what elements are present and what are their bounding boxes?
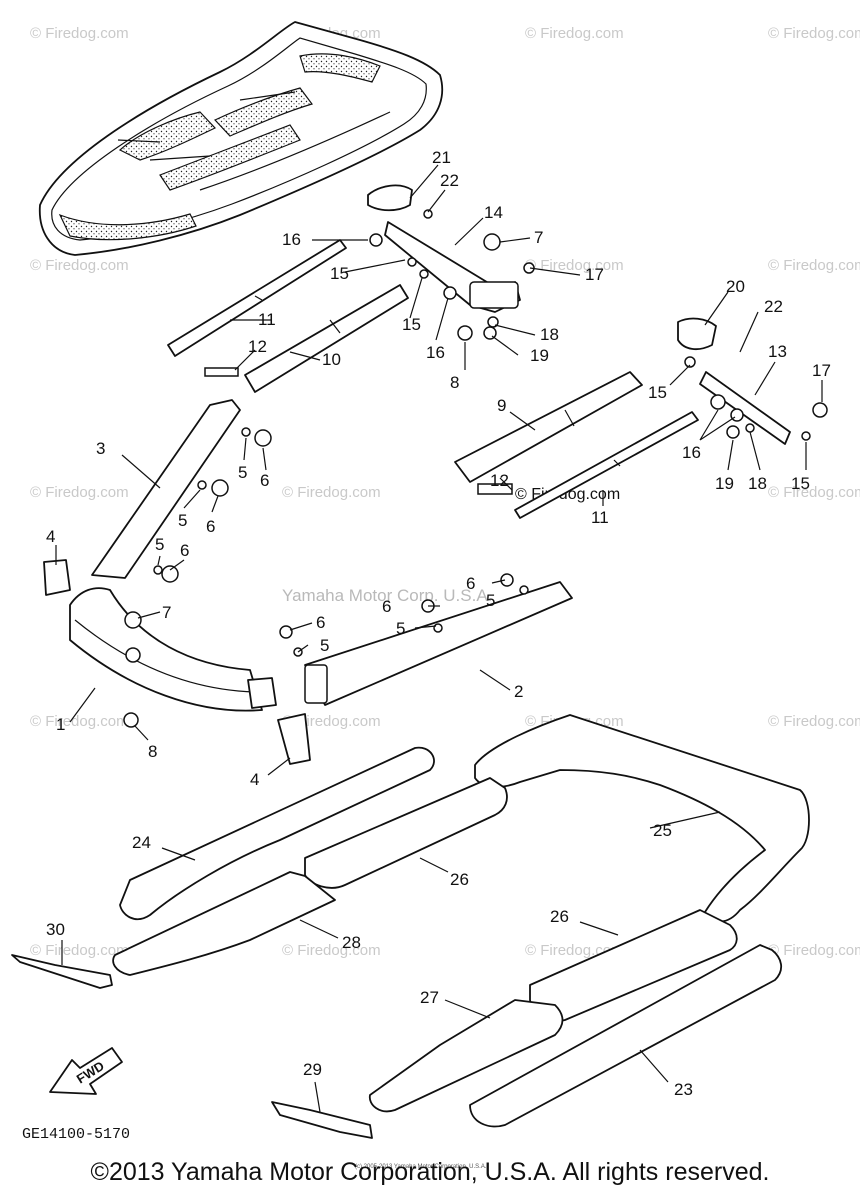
- callout-label: 17: [812, 361, 831, 380]
- callout-label: 30: [46, 920, 65, 939]
- watermark: © Firedog.com: [30, 713, 129, 730]
- callout-label: 26: [450, 870, 469, 889]
- callout-label: 7: [162, 603, 171, 622]
- bumpers: [69, 573, 573, 765]
- callout-label: 5: [238, 463, 247, 482]
- callout-label: 28: [342, 933, 361, 952]
- watermark: © Firedog.com: [30, 942, 129, 959]
- center-watermark: Yamaha Motor Corp. U.S.A.: [282, 586, 492, 605]
- callout-label: 4: [46, 527, 55, 546]
- callout-label: 16: [682, 443, 701, 462]
- callout-label: 12: [490, 471, 509, 490]
- callout-label: 6: [382, 597, 391, 616]
- watermark: © Firedog.com: [30, 257, 129, 274]
- callout-label: 9: [497, 396, 506, 415]
- callout-label: 1: [56, 715, 65, 734]
- watermark: © Firedog.com: [30, 484, 129, 501]
- callout-label: 22: [440, 171, 459, 190]
- callout-label: 20: [726, 277, 745, 296]
- callout-label: 6: [466, 574, 475, 593]
- right-rails: [454, 317, 828, 519]
- callout-label: 5: [396, 619, 405, 638]
- leader-lines: [55, 164, 823, 1113]
- left-rails: [167, 239, 409, 393]
- callout-label: 29: [303, 1060, 322, 1079]
- callout-label: 24: [132, 833, 151, 852]
- watermark: © Firedog.com: [525, 257, 624, 274]
- copyright-notice: ©2013 Yamaha Motor Corporation, U.S.A. A…: [90, 1158, 770, 1186]
- watermark: © Firedog.com: [768, 257, 860, 274]
- watermark: © Firedog.com: [282, 942, 381, 959]
- callout-label: 14: [484, 203, 503, 222]
- watermarks: © Firedog.com © Firedog.com © Firedog.co…: [30, 25, 860, 959]
- callout-label: 16: [282, 230, 301, 249]
- watermark: © Firedog.com: [768, 713, 860, 730]
- diagram-code: GE14100-5170: [22, 1126, 130, 1143]
- callout-label: 6: [180, 541, 189, 560]
- callout-label: 16: [426, 343, 445, 362]
- callout-label: 2: [514, 682, 523, 701]
- callout-label: 19: [715, 474, 734, 493]
- watermark: © Firedog.com: [768, 484, 860, 501]
- callout-label: 6: [316, 613, 325, 632]
- callout-label: 15: [791, 474, 810, 493]
- callout-label: 11: [258, 310, 276, 329]
- callout-label: 5: [178, 511, 187, 530]
- callout-label: 17: [585, 265, 604, 284]
- callout-label: 19: [530, 346, 549, 365]
- callout-label: 7: [534, 228, 543, 247]
- part-3-rail: [43, 399, 272, 596]
- watermark: © Firedog.com: [768, 25, 860, 42]
- callout-label: 15: [648, 383, 667, 402]
- callout-label: 6: [206, 517, 215, 536]
- callout-label: 12: [248, 337, 267, 356]
- upper-bracket-assembly: [367, 184, 535, 341]
- callout-label: 5: [486, 591, 495, 610]
- callout-labels: 21 22 14 16 7 15 17 11 15 16 18 12 10 8 …: [46, 148, 831, 1099]
- callout-label: 26: [550, 907, 569, 926]
- callout-label: 6: [260, 471, 269, 490]
- callout-label: 27: [420, 988, 439, 1007]
- hull-illustration: [38, 21, 444, 256]
- watermark: © Firedog.com: [525, 25, 624, 42]
- callout-label: 10: [322, 350, 341, 369]
- watermark: © Firedog.com: [30, 25, 129, 42]
- callout-label: 8: [148, 742, 157, 761]
- mats: [11, 714, 810, 1139]
- callout-label: 25: [653, 821, 672, 840]
- callout-label: 21: [432, 148, 451, 167]
- callout-label: 15: [330, 264, 349, 283]
- callout-label: 5: [320, 636, 329, 655]
- callout-label: 22: [764, 297, 783, 316]
- callout-label: 23: [674, 1080, 693, 1099]
- callout-label: 15: [402, 315, 421, 334]
- callout-label: 3: [96, 439, 105, 458]
- callout-label: 13: [768, 342, 787, 361]
- callout-label: 11: [591, 508, 609, 527]
- watermark: © Firedog.com: [282, 484, 381, 501]
- callout-label: 18: [748, 474, 767, 493]
- callout-label: 18: [540, 325, 559, 344]
- watermark: © Firedog.com: [768, 942, 860, 959]
- small-print: (c) 2005-2013 Yamaha Motor Corporation, …: [355, 1164, 487, 1170]
- callout-label: 5: [155, 535, 164, 554]
- callout-label: 8: [450, 373, 459, 392]
- callout-label: 4: [250, 770, 259, 789]
- fwd-arrow: FWD: [49, 1047, 123, 1095]
